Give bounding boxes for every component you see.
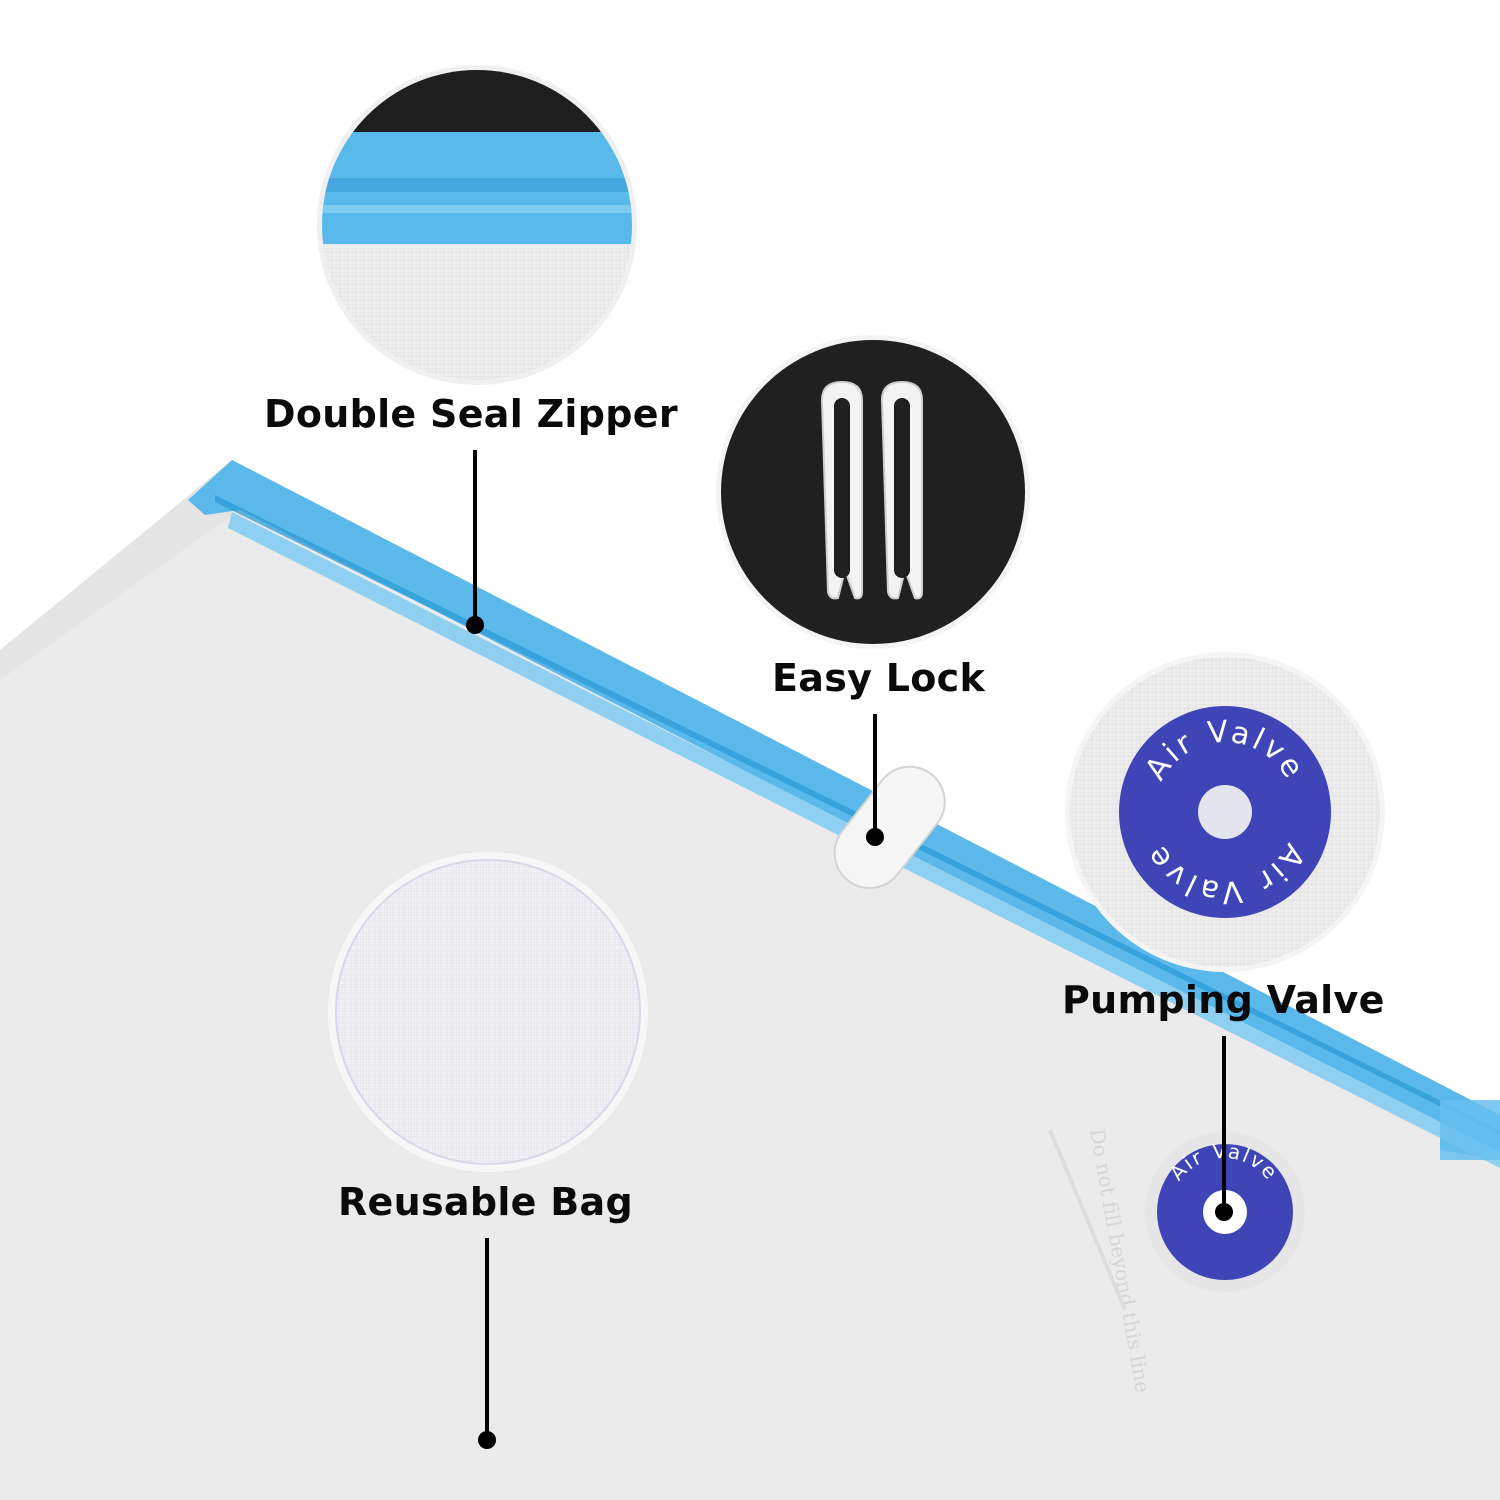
lock-clip-on-bag [833,765,946,890]
zipper-leader-line [473,450,477,625]
lock-leader-line [873,714,877,834]
bag-zoom-circle [328,852,648,1172]
valve-zoom-circle: Air Valve Air Valve [1065,652,1385,972]
bag-face [0,510,1500,1500]
lock-zoom-circle [716,335,1030,649]
zipper-end-cap [1440,1100,1500,1160]
fill-line [1048,1129,1127,1311]
lock-leader-dot [866,828,884,846]
valve-leader-dot [1215,1203,1233,1221]
bag-label: Reusable Bag [338,1180,633,1224]
bag-leader-dot [478,1431,496,1449]
valve-leader-line [1222,1036,1226,1212]
lock-clip-right [880,380,923,600]
valve-label: Pumping Valve [1062,978,1385,1022]
lock-label: Easy Lock [772,656,986,700]
bag-leader-line [485,1238,489,1438]
lock-clip-left [820,380,863,600]
zipper-leader-dot [466,616,484,634]
zipper-label: Double Seal Zipper [264,392,678,436]
zipper-zoom-circle [317,65,637,385]
